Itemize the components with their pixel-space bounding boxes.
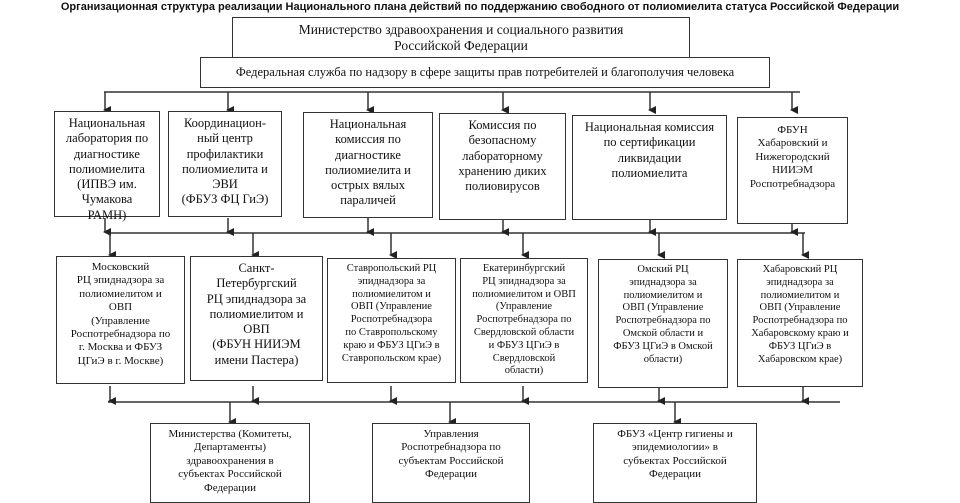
level1-box-storage-commission: Комиссия по безопасному лабораторному хр…: [439, 113, 566, 220]
level2-box-yekaterinburg: Екатеринбургский РЦ эпиднадзора за полио…: [460, 258, 588, 383]
level2-box-moscow: Московский РЦ эпиднадзора за полиомиелит…: [56, 256, 185, 384]
level2-box-omsk: Омский РЦ эпиднадзора за полиомиелитом и…: [598, 259, 728, 388]
level3-box-regional-ministries: Министерства (Комитеты, Департаменты) зд…: [150, 423, 310, 503]
level1-box-national-lab: Национальная лаборатория по диагностике …: [54, 111, 160, 222]
diagram-title: Организационная структура реализации Нац…: [60, 1, 900, 13]
level3-box-rospotrebnadzor-departments: Управления Роспотребнадзора по субъектам…: [372, 423, 530, 503]
level1-box-diagnostics-commission: Национальная комиссия по диагностике пол…: [303, 112, 433, 218]
level1-box-certification-commission: Национальная комиссия по сертификации ли…: [572, 115, 727, 220]
level2-box-saint-petersburg: Санкт- Петербургский РЦ эпиднадзора за п…: [190, 256, 323, 381]
level3-box-hygiene-centers: ФБУЗ «Центр гигиены и эпидемиологии» в с…: [593, 423, 757, 503]
level2-box-khabarovsk: Хабаровский РЦ эпиднадзора за полиомиели…: [737, 259, 863, 387]
level1-box-coordination-center: Координацион- ный центр профилактики пол…: [168, 111, 282, 217]
level2-box-stavropol: Ставропольский РЦ эпиднадзора за полиоми…: [327, 258, 456, 383]
ministry-box: Министерство здравоохранения и социально…: [232, 17, 690, 58]
federal-service-box: Федеральная служба по надзору в сфере за…: [200, 57, 770, 88]
level1-box-fbun-niiem: ФБУН Хабаровский и Нижегородский НИИЭМ Р…: [737, 117, 848, 224]
